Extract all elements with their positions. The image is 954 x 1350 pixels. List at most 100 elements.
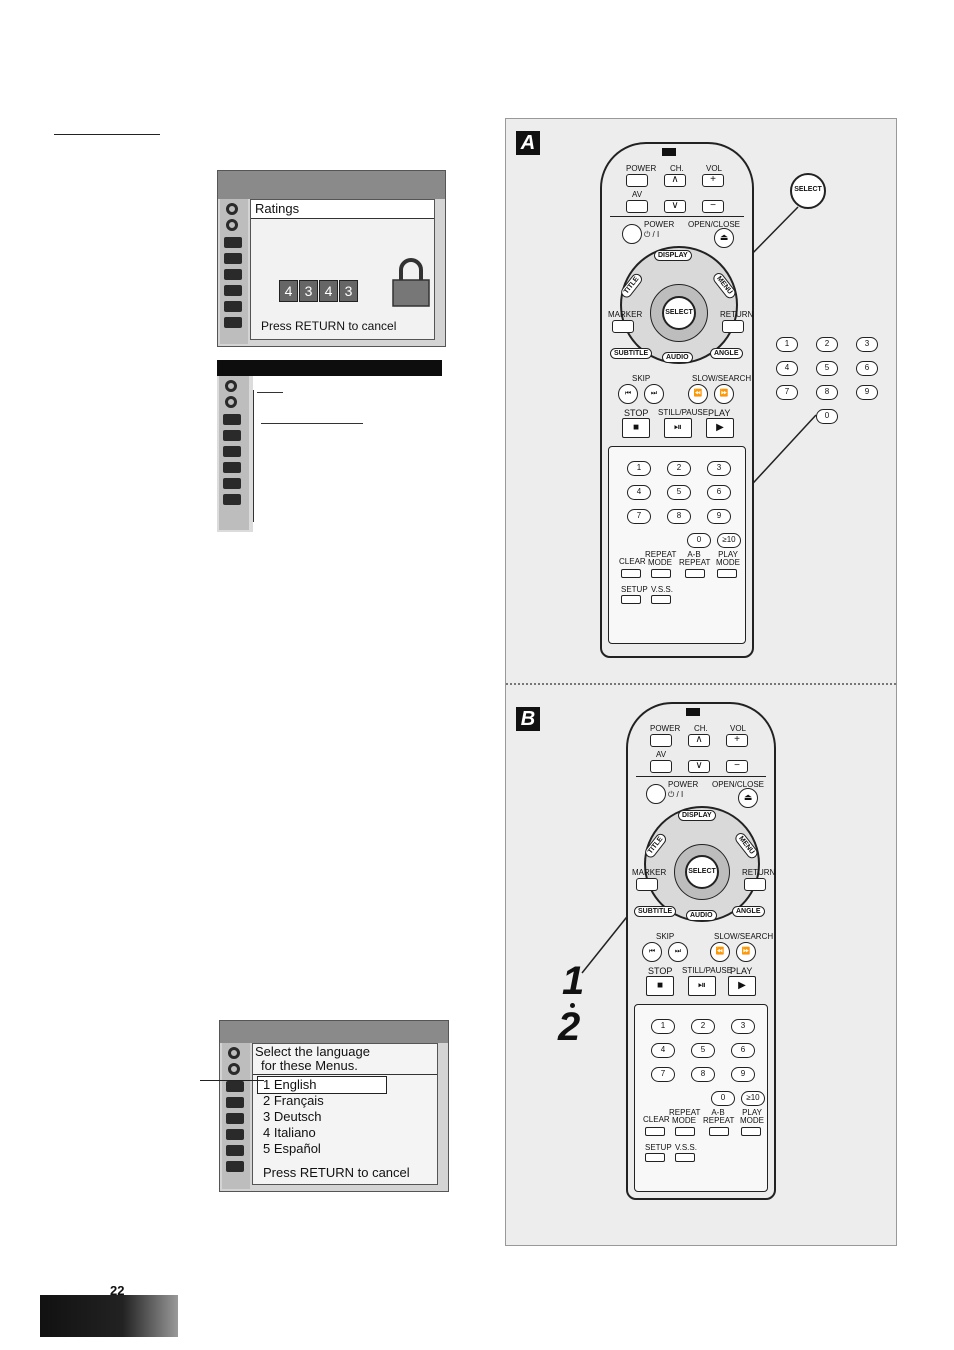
menu-icon xyxy=(226,1129,244,1140)
search-back-button[interactable]: ⏪ xyxy=(688,384,708,404)
eject-button[interactable]: ⏏ xyxy=(714,228,734,248)
power-button[interactable] xyxy=(622,224,642,244)
number-0-button[interactable]: 0 xyxy=(711,1091,735,1106)
ch-down-button[interactable]: ∨ xyxy=(688,760,710,773)
search-forward-button[interactable]: ⏩ xyxy=(714,384,734,404)
vol-up-button[interactable]: + xyxy=(726,734,748,747)
subtitle-button[interactable]: SUBTITLE xyxy=(610,348,653,359)
stop-button[interactable]: ■ xyxy=(646,976,674,996)
repeat-mode-button[interactable] xyxy=(651,569,671,578)
vol-down-button[interactable]: − xyxy=(702,200,724,213)
select-button[interactable]: SELECT xyxy=(662,296,696,330)
menu-icon xyxy=(224,285,242,296)
audio-button[interactable]: AUDIO xyxy=(686,910,717,921)
header-rule xyxy=(54,134,160,135)
number-7-button[interactable]: 7 xyxy=(651,1067,675,1082)
power-symbol-label: ⏻ / I xyxy=(668,790,684,799)
number-2-button[interactable]: 2 xyxy=(667,461,691,476)
number-4-button[interactable]: 4 xyxy=(651,1043,675,1058)
number-3-button[interactable]: 3 xyxy=(731,1019,755,1034)
number-4-button[interactable]: 4 xyxy=(627,485,651,500)
number-1-button[interactable]: 1 xyxy=(627,461,651,476)
eject-button[interactable]: ⏏ xyxy=(738,788,758,808)
vol-up-button[interactable]: + xyxy=(702,174,724,187)
pause-button[interactable]: ⏯ xyxy=(664,418,692,438)
play-mode-button[interactable] xyxy=(741,1127,761,1136)
number-7-button[interactable]: 7 xyxy=(627,509,651,524)
password-digit: 3 xyxy=(299,280,318,302)
repeat-mode-button[interactable] xyxy=(675,1127,695,1136)
language-option-english[interactable]: 1 English xyxy=(263,1077,317,1092)
number-8-button[interactable]: 8 xyxy=(691,1067,715,1082)
number-9-button[interactable]: 9 xyxy=(707,509,731,524)
number-5-button[interactable]: 5 xyxy=(691,1043,715,1058)
search-forward-button[interactable]: ⏩ xyxy=(736,942,756,962)
number-3-button[interactable]: 3 xyxy=(707,461,731,476)
number-9-button[interactable]: 9 xyxy=(731,1067,755,1082)
ab-repeat-button[interactable] xyxy=(709,1127,729,1136)
ch-down-button[interactable]: ∨ xyxy=(664,200,686,213)
number-2-button[interactable]: 2 xyxy=(691,1019,715,1034)
skip-back-button[interactable]: ⏮ xyxy=(642,942,662,962)
step-1: 1 xyxy=(562,959,585,1003)
vss-button[interactable] xyxy=(675,1153,695,1162)
skip-label: SKIP xyxy=(632,374,651,383)
return-button[interactable] xyxy=(744,878,766,891)
ch-up-button[interactable]: ∧ xyxy=(664,174,686,187)
clear-button[interactable] xyxy=(621,569,641,578)
audio-button[interactable]: AUDIO xyxy=(662,352,693,363)
password-digit: 4 xyxy=(319,280,338,302)
play-mode-button[interactable] xyxy=(717,569,737,578)
skip-forward-button[interactable]: ⏭ xyxy=(668,942,688,962)
stop-button[interactable]: ■ xyxy=(622,418,650,438)
number-5-button[interactable]: 5 xyxy=(667,485,691,500)
angle-button[interactable]: ANGLE xyxy=(732,906,765,917)
ten-plus-button[interactable]: ≥10 xyxy=(741,1091,765,1106)
skip-back-button[interactable]: ⏮ xyxy=(618,384,638,404)
number-6-button[interactable]: 6 xyxy=(731,1043,755,1058)
menu-icon xyxy=(224,317,242,328)
language-prompt-line2: for these Menus. xyxy=(261,1058,358,1073)
setup-button[interactable] xyxy=(621,595,641,604)
display-button[interactable]: DISPLAY xyxy=(654,250,692,261)
pause-button[interactable]: ⏯ xyxy=(688,976,716,996)
display-button[interactable]: DISPLAY xyxy=(678,810,716,821)
language-highlight xyxy=(257,1076,387,1094)
marker-button[interactable] xyxy=(612,320,634,333)
return-button[interactable] xyxy=(722,320,744,333)
side-number-6: 6 xyxy=(856,361,878,376)
select-button[interactable]: SELECT xyxy=(685,855,719,889)
subtitle-button[interactable]: SUBTITLE xyxy=(634,906,677,917)
number-6-button[interactable]: 6 xyxy=(707,485,731,500)
tv-power-button[interactable] xyxy=(626,174,648,187)
power-label: POWER xyxy=(668,780,699,789)
ab-repeat-button[interactable] xyxy=(685,569,705,578)
language-option-espanol[interactable]: 5 Español xyxy=(263,1141,321,1156)
number-0-button[interactable]: 0 xyxy=(687,533,711,548)
av-button[interactable] xyxy=(650,760,672,773)
search-back-button[interactable]: ⏪ xyxy=(710,942,730,962)
ch-up-button[interactable]: ∧ xyxy=(688,734,710,747)
ten-plus-button[interactable]: ≥10 xyxy=(717,533,741,548)
play-button[interactable]: ▶ xyxy=(706,418,734,438)
vss-button[interactable] xyxy=(651,595,671,604)
language-option-italiano[interactable]: 4 Italiano xyxy=(263,1125,316,1140)
av-label: AV xyxy=(632,190,643,199)
av-button[interactable] xyxy=(626,200,648,213)
language-option-deutsch[interactable]: 3 Deutsch xyxy=(263,1109,322,1124)
setup-button[interactable] xyxy=(645,1153,665,1162)
number-8-button[interactable]: 8 xyxy=(667,509,691,524)
cursor-ring[interactable] xyxy=(650,284,708,342)
angle-button[interactable]: ANGLE xyxy=(710,348,743,359)
language-option-francais[interactable]: 2 Français xyxy=(263,1093,324,1108)
power-button[interactable] xyxy=(646,784,666,804)
number-1-button[interactable]: 1 xyxy=(651,1019,675,1034)
tv-power-button[interactable] xyxy=(650,734,672,747)
marker-button[interactable] xyxy=(636,878,658,891)
play-button[interactable]: ▶ xyxy=(728,976,756,996)
menu-icon xyxy=(224,253,242,264)
skip-forward-button[interactable]: ⏭ xyxy=(644,384,664,404)
clear-button[interactable] xyxy=(645,1127,665,1136)
settings-screen xyxy=(217,360,442,532)
vol-down-button[interactable]: − xyxy=(726,760,748,773)
